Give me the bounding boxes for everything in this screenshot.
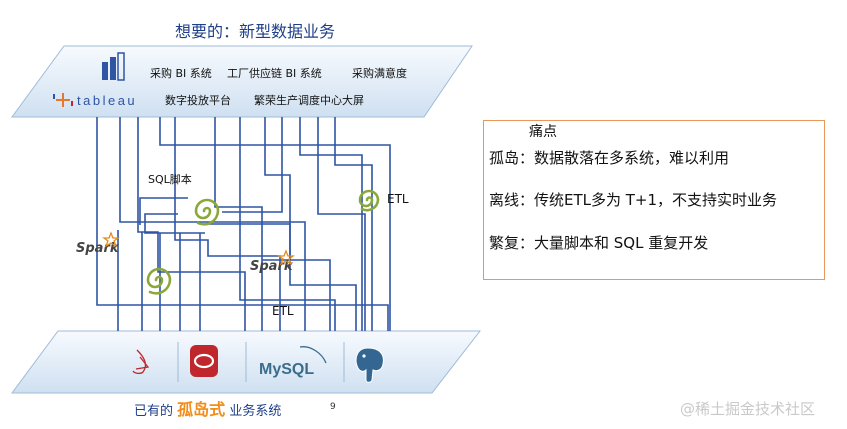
powerbi-icon xyxy=(102,52,125,81)
etl-swirl-icon xyxy=(194,198,220,226)
top-platform xyxy=(11,45,473,118)
caption-suffix: 业务系统 xyxy=(229,404,282,419)
spark-logo: Spark xyxy=(250,249,295,274)
connection-lines xyxy=(96,117,391,331)
pain-point-item: 孤岛：数据散落在多系统，难以利用 xyxy=(489,149,730,167)
caption-highlight: 孤岛式 xyxy=(177,400,226,419)
etl-label-right: ETL xyxy=(387,192,409,206)
pain-point-item: 离线：传统ETL多为 T+1，不支持实时业务 xyxy=(489,191,778,209)
sql-script-label: SQL脚本 xyxy=(148,172,192,186)
system-label-dispatch-screen: 繁荣生产调度中心大屏 xyxy=(254,93,364,107)
system-label-factory-bi: 工厂供应链 BI 系统 xyxy=(227,66,322,80)
postgresql-icon xyxy=(355,347,384,383)
svg-text:MySQL: MySQL xyxy=(259,361,314,378)
etl-swirl-icon xyxy=(146,267,172,295)
watermark: @稀土掘金技术社区 xyxy=(680,400,816,418)
spark-logo: Spark xyxy=(76,231,120,256)
svg-text:Spark: Spark xyxy=(76,241,120,256)
system-label-procurement-bi: 采购 BI 系统 xyxy=(150,66,212,80)
pain-points-box: 痛点 孤岛：数据散落在多系统，难以利用 离线：传统ETL多为 T+1，不支持实时… xyxy=(483,120,825,280)
oracle-icon xyxy=(190,345,218,377)
page-number: 9 xyxy=(330,402,336,412)
etl-label-bottom: ETL xyxy=(272,304,294,318)
etl-swirl-icon xyxy=(358,189,380,212)
pain-points-title: 痛点 xyxy=(529,124,557,140)
tableau-logo-text: tableau xyxy=(77,93,137,108)
tableau-icon xyxy=(53,93,73,107)
system-label-digital-ads: 数字投放平台 xyxy=(165,93,231,107)
bottom-caption: 已有的 孤岛式 业务系统 xyxy=(134,400,282,419)
diagram-title: 想要的：新型数据业务 xyxy=(175,22,336,41)
system-label-procurement-satisfaction: 采购满意度 xyxy=(352,66,407,80)
mysql-icon: MySQL xyxy=(259,346,327,378)
sql-server-icon xyxy=(132,349,150,375)
pain-point-item: 繁复：大量脚本和 SQL 重复开发 xyxy=(489,234,709,252)
caption-prefix: 已有的 xyxy=(134,404,174,419)
